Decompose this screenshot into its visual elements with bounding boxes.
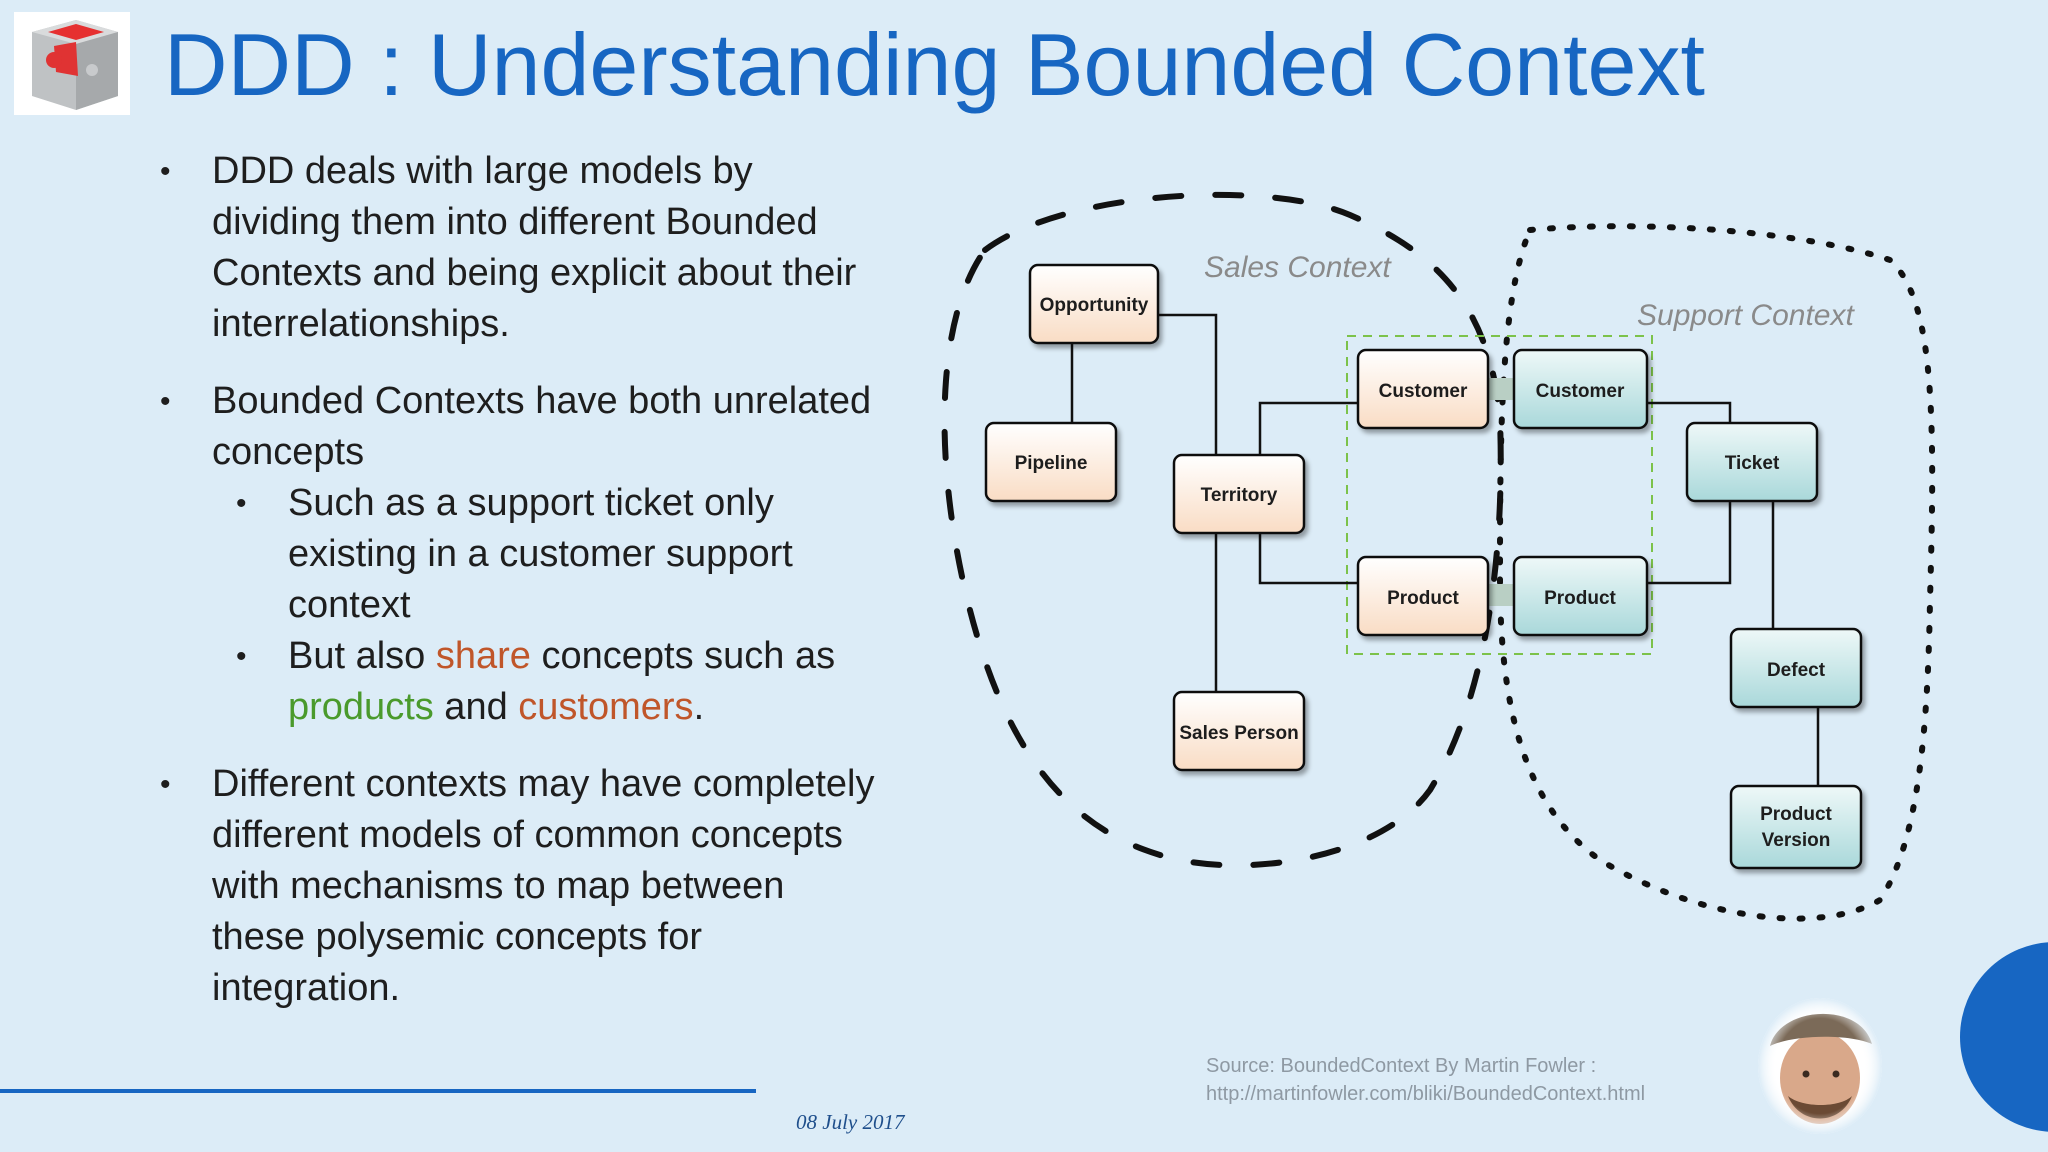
bullet-text-and: and [433, 686, 519, 728]
bullet-list: • DDD deals with large models by dividin… [160, 146, 880, 1014]
node-ticket: Ticket [1685, 421, 1819, 503]
customer-mapping-link [1488, 378, 1514, 400]
bullet-text: Bounded Contexts have both unrelated con… [212, 380, 872, 473]
node-label: Product [1387, 588, 1459, 609]
highlight-products: products [288, 686, 434, 728]
bullet-text-mid: concepts such as [530, 635, 836, 677]
node-label: Customer [1536, 381, 1625, 402]
presenter-avatar [1758, 998, 1882, 1134]
connector [1647, 501, 1732, 585]
bullet-text: Different contexts may have completely d… [212, 763, 875, 1009]
node-label: Ticket [1725, 453, 1780, 474]
node-defect: Defect [1729, 627, 1863, 709]
highlight-share: share [435, 635, 531, 677]
bullet-dot: • [160, 768, 171, 801]
bullet-text: DDD deals with large models by dividing … [212, 150, 857, 345]
bullet-item: • Bounded Contexts have both unrelated c… [160, 376, 880, 478]
footer-divider [0, 1089, 756, 1093]
bullet-item: • Different contexts may have completely… [160, 759, 880, 1014]
node-label: Product [1544, 588, 1616, 609]
puzzle-cube-logo [14, 12, 130, 115]
node-label: Customer [1379, 381, 1468, 402]
bullet-text-pre: But also [288, 635, 436, 677]
node-label: Pipeline [1015, 453, 1088, 474]
node-pipeline: Pipeline [984, 421, 1118, 503]
node-label-line2: Version [1762, 830, 1831, 851]
sales-context-label: Sales Context [1204, 251, 1392, 284]
node-label: Defect [1767, 660, 1826, 681]
source-url: http://martinfowler.com/bliki/BoundedCon… [1206, 1083, 1646, 1105]
node-product-version: Product Version [1729, 784, 1863, 870]
node-label: Opportunity [1040, 295, 1149, 316]
node-support-product: Product [1512, 555, 1649, 637]
bullet-dot: • [236, 640, 247, 673]
highlight-customers: customers [518, 686, 694, 728]
bullet-dot: • [236, 487, 247, 520]
node-sales-product: Product [1356, 555, 1490, 637]
node-support-customer: Customer [1512, 348, 1649, 430]
bullet-text-end: . [693, 686, 705, 728]
bullet-text: Such as a support ticket only existing i… [288, 482, 793, 626]
node-sales-person: Sales Person [1172, 690, 1306, 772]
node-label-line1: Product [1760, 804, 1832, 825]
shared-concepts-frame [1346, 335, 1653, 655]
source-line: Source: BoundedContext By Martin Fowler … [1206, 1055, 1597, 1077]
source-attribution: Source: BoundedContext By Martin Fowler … [1206, 1052, 1645, 1108]
support-context-label: Support Context [1637, 299, 1855, 332]
sub-bullet-item: • Such as a support ticket only existing… [236, 478, 880, 631]
sub-bullet-item: • But also share concepts such as produc… [236, 631, 880, 733]
connector [1258, 533, 1360, 585]
product-mapping-link [1488, 584, 1514, 606]
bullet-dot: • [160, 155, 171, 188]
bullet-item: • DDD deals with large models by dividin… [160, 146, 880, 350]
node-opportunity: Opportunity [1028, 263, 1160, 345]
connector [1158, 313, 1218, 455]
sales-context-boundary [941, 191, 1504, 869]
connector [1647, 401, 1732, 423]
node-territory: Territory [1172, 453, 1306, 535]
node-label: Sales Person [1179, 723, 1298, 744]
slide-date: 08 July 2017 [796, 1110, 905, 1134]
slide-title: DDD : Understanding Bounded Context [164, 15, 1705, 114]
bullet-dot: • [160, 385, 171, 418]
node-label: Territory [1201, 485, 1278, 506]
support-context-boundary [1496, 223, 1936, 922]
node-sales-customer: Customer [1356, 348, 1490, 430]
connector-lines [1070, 313, 1820, 790]
